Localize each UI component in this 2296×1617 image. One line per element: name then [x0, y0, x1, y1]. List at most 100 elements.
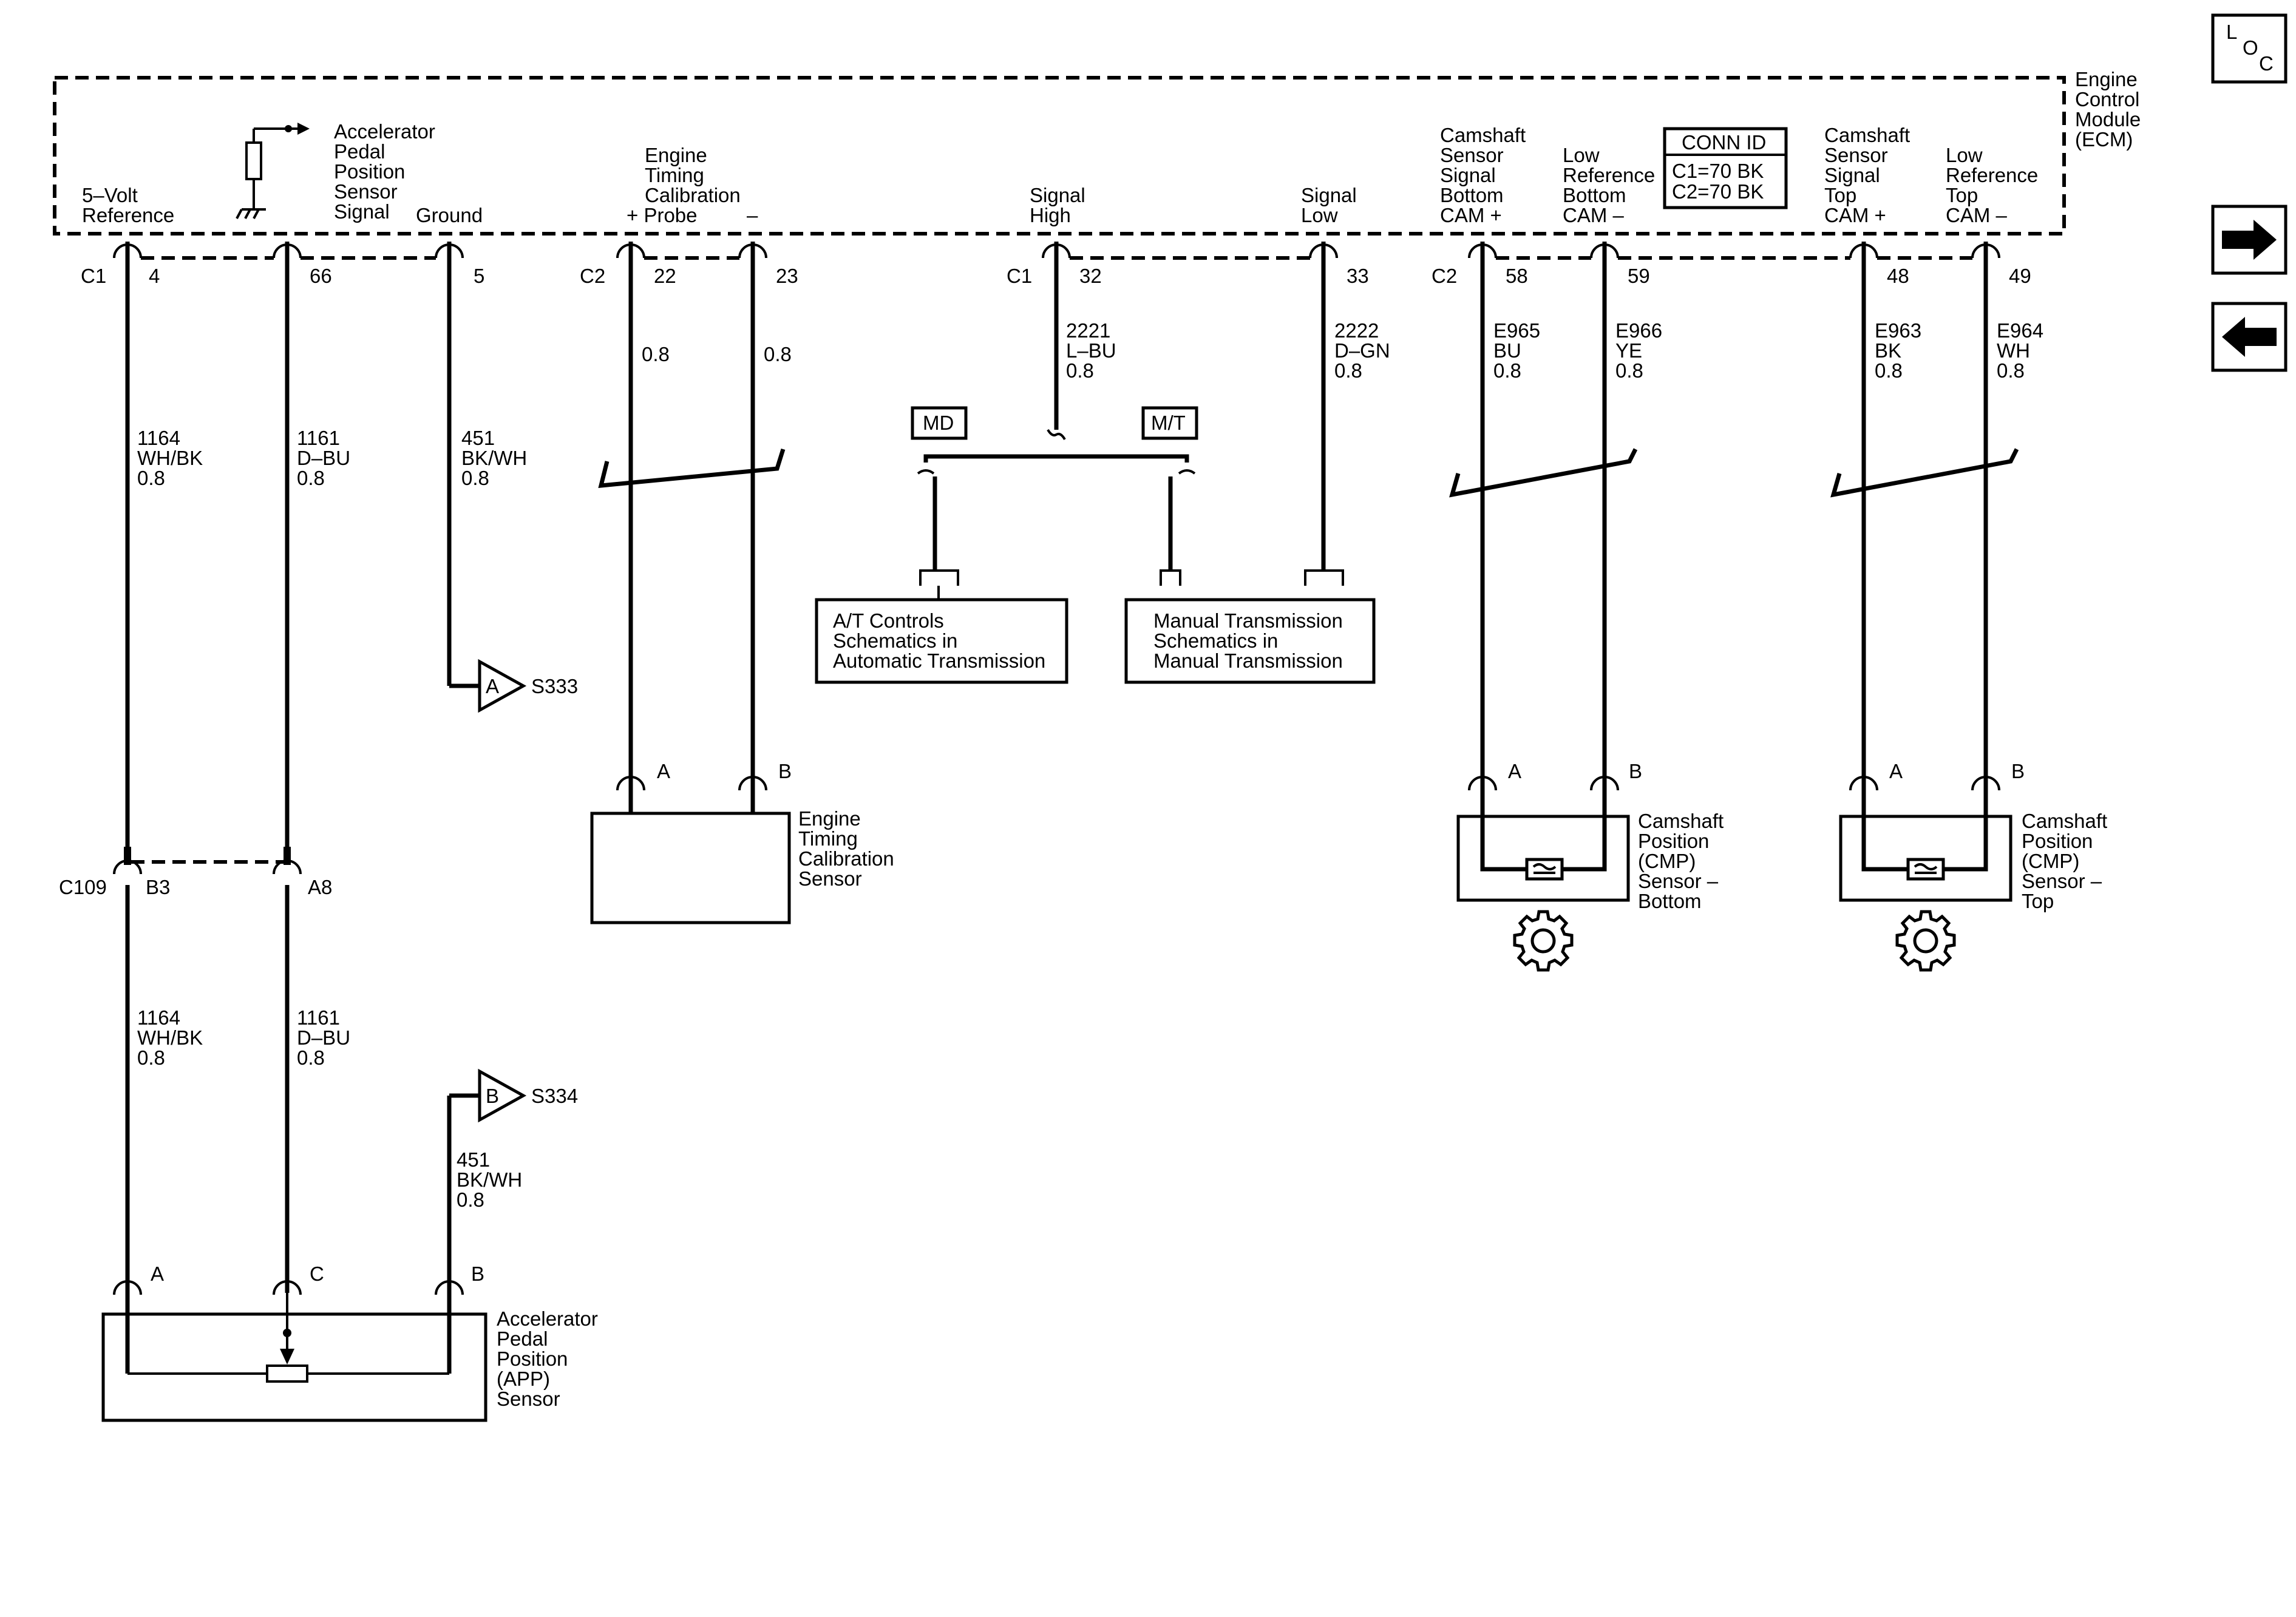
five-volt-ref-label: 5–Volt Reference	[82, 184, 174, 226]
wire-1161-lower-label: 1161 D–BU 0.8	[297, 1006, 356, 1069]
arrow-left-icon	[2222, 317, 2277, 357]
svg-text:A: A	[486, 675, 499, 697]
wire-e965-label: E965 BU 0.8	[1493, 319, 1546, 382]
svg-text:C2=70 BK: C2=70 BK	[1672, 180, 1764, 203]
svg-text:A: A	[1889, 760, 1903, 782]
pin-58-label: 58	[1506, 265, 1528, 287]
ecm-c2-label-etc: C2	[580, 265, 605, 287]
svg-text:O: O	[2243, 36, 2258, 59]
etc-sensor-label: Engine Timing Calibration Sensor	[798, 807, 900, 890]
twisted-pair-symbol-cam-bottom	[1449, 448, 1638, 498]
wire-e963-label: E963 BK 0.8	[1875, 319, 1927, 382]
splice-s334: B S334	[478, 1068, 578, 1123]
wire-451-lower	[447, 1093, 480, 1293]
next-page-button[interactable]	[2211, 205, 2288, 275]
splice-s333: A S333	[478, 659, 578, 713]
pin-5-label: 5	[474, 265, 484, 287]
svg-text:Schematics in: Schematics in	[833, 629, 957, 652]
svg-text:L: L	[2226, 21, 2237, 43]
loc-button[interactable]: L O C	[2211, 13, 2288, 84]
option-md-box: MD	[911, 406, 968, 440]
arrow-right-icon	[2222, 220, 2277, 260]
cmp-sensor-bottom-label: Camshaft Position (CMP) Sensor – Bottom	[1638, 810, 1729, 912]
twisted-pair-symbol-etc	[598, 448, 786, 488]
cam-top-plus-label: Camshaft Sensor Signal Top CAM +	[1824, 124, 1915, 226]
pin-66-label: 66	[310, 265, 332, 287]
svg-text:S333: S333	[531, 675, 578, 697]
app-sensor: A C B	[101, 1263, 487, 1422]
cmp-sensor-bottom: A B	[1456, 760, 1642, 902]
app-sensor-label: Accelerator Pedal Position (APP) Sensor	[497, 1307, 603, 1410]
signal-high-label: Signal High	[1030, 184, 1091, 226]
conn-id-box: CONN ID C1=70 BK C2=70 BK	[1663, 127, 1788, 209]
wire-451-upper	[447, 242, 480, 688]
wire-451-upper-label: 451 BK/WH 0.8	[461, 427, 532, 489]
svg-text:C109: C109	[59, 876, 107, 898]
connector-c109: C109 B3 A8	[59, 847, 332, 898]
ecm-c1-label: C1	[81, 265, 106, 287]
svg-text:A: A	[657, 760, 670, 782]
signal-low-label: Signal Low	[1301, 184, 1362, 226]
svg-text:C: C	[310, 1263, 324, 1285]
svg-text:Manual Transmission: Manual Transmission	[1153, 609, 1343, 632]
ecm-label: Engine Control Module (ECM)	[2075, 68, 2146, 151]
gear-icon-cmp-bottom	[1515, 912, 1572, 970]
gear-icon-cmp-top	[1897, 912, 1954, 970]
svg-text:M/T: M/T	[1151, 412, 1186, 434]
etc-sensor: A B	[590, 760, 792, 924]
wire-etc-minus-gauge: 0.8	[764, 343, 792, 365]
twisted-pair-symbol-cam-top	[1830, 448, 2019, 498]
pin-4-label: 4	[149, 265, 160, 287]
cam-bottom-minus-label: Low Reference Bottom CAM –	[1563, 144, 1660, 226]
svg-text:A: A	[151, 1263, 164, 1285]
svg-text:Automatic Transmission: Automatic Transmission	[833, 649, 1045, 672]
svg-text:B: B	[471, 1263, 484, 1285]
svg-text:B: B	[2011, 760, 2025, 782]
svg-text:B: B	[486, 1085, 499, 1107]
wire-451-lower-label: 451 BK/WH 0.8	[457, 1148, 528, 1211]
svg-text:B: B	[778, 760, 792, 782]
mt-reference-box[interactable]: Manual Transmission Schematics in Manual…	[1124, 569, 1376, 684]
wire-1164-lower-label: 1164 WH/BK 0.8	[137, 1006, 208, 1069]
cmp-sensor-top-label: Camshaft Position (CMP) Sensor – Top	[2022, 810, 2113, 912]
pin-32-label: 32	[1079, 265, 1102, 287]
prev-page-button[interactable]	[2211, 302, 2288, 372]
ecm-internal-pullup-symbol	[236, 123, 310, 219]
wire-e964-label: E964 WH 0.8	[1997, 319, 2049, 382]
wire-2221	[917, 242, 1196, 571]
etc-probe-label: Engine Timing Calibration + Probe –	[627, 144, 758, 226]
wire-2221-label: 2221 L–BU 0.8	[1066, 319, 1122, 382]
wire-2222-label: 2222 D–GN 0.8	[1334, 319, 1396, 382]
cam-top-minus-label: Low Reference Top CAM –	[1946, 144, 2043, 226]
app-signal-label: Accelerator Pedal Position Sensor Signal	[334, 120, 441, 223]
wire-etc-plus-gauge: 0.8	[642, 343, 670, 365]
svg-text:B: B	[1629, 760, 1642, 782]
cam-bottom-plus-label: Camshaft Sensor Signal Bottom CAM +	[1440, 124, 1531, 226]
at-reference-box[interactable]: A/T Controls Schematics in Automatic Tra…	[815, 569, 1068, 684]
pin-59-label: 59	[1628, 265, 1650, 287]
ecm-c1-label-signal: C1	[1007, 265, 1032, 287]
svg-text:C: C	[2259, 52, 2274, 75]
svg-text:S334: S334	[531, 1085, 578, 1107]
svg-text:CONN ID: CONN ID	[1682, 131, 1766, 154]
svg-text:A: A	[1508, 760, 1521, 782]
cmp-sensor-top: A B	[1839, 760, 2025, 902]
pin-33-label: 33	[1347, 265, 1369, 287]
svg-text:Manual Transmission: Manual Transmission	[1153, 649, 1343, 672]
pin-48-label: 48	[1887, 265, 1909, 287]
option-mt-box: M/T	[1141, 406, 1198, 440]
svg-text:Schematics in: Schematics in	[1153, 629, 1278, 652]
pin-49-label: 49	[2009, 265, 2031, 287]
wire-1164-upper-label: 1164 WH/BK 0.8	[137, 427, 208, 489]
pin-23-label: 23	[776, 265, 798, 287]
svg-text:MD: MD	[923, 412, 954, 434]
svg-text:A8: A8	[308, 876, 332, 898]
wire-1161-upper-label: 1161 D–BU 0.8	[297, 427, 356, 489]
wire-e966-label: E966 YE 0.8	[1615, 319, 1668, 382]
ground-label: Ground	[416, 204, 483, 226]
svg-text:A/T Controls: A/T Controls	[833, 609, 944, 632]
svg-text:C1=70 BK: C1=70 BK	[1672, 160, 1764, 182]
pin-22-label: 22	[654, 265, 676, 287]
ecm-c2-label-cam: C2	[1432, 265, 1457, 287]
